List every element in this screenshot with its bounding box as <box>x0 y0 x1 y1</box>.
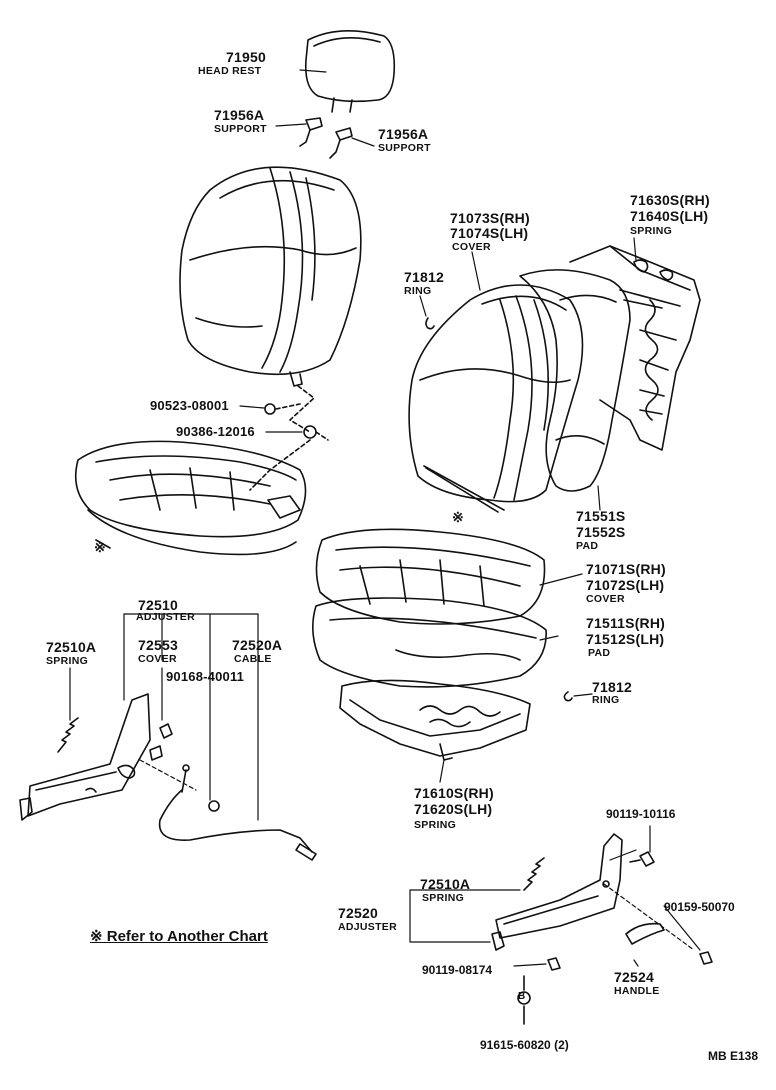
support-a-name: SUPPORT <box>214 123 267 135</box>
screw-left-number: 90168-40011 <box>166 669 245 684</box>
adjuster-spring-right-name: SPRING <box>422 892 465 904</box>
cushion-cover-number-lh: 71072S(LH) <box>586 577 665 593</box>
bolt-1-number: 90523-08001 <box>150 398 229 413</box>
adjuster-spring-right-number: 72510A <box>420 876 471 892</box>
head-rest-name: HEAD REST <box>198 65 262 77</box>
left-cushion-drawing <box>74 440 307 556</box>
leader-lines <box>239 69 701 967</box>
support-b-name: SUPPORT <box>378 142 431 154</box>
spring-frame-number-rh: 71630S(RH) <box>630 192 710 208</box>
support-b-number: 71956A <box>378 126 429 142</box>
right-spring-frame-drawing <box>569 245 701 451</box>
ref-mark-right: ※ <box>452 509 464 525</box>
back-cover-name: COVER <box>452 241 491 253</box>
left-adjuster-leaders <box>69 613 259 821</box>
cushion-cover-number-rh: 71071S(RH) <box>586 561 666 577</box>
handle-name: HANDLE <box>614 985 660 997</box>
cushion-spring-number-lh: 71620S(LH) <box>414 801 493 817</box>
adjuster-spring-left-number: 72510A <box>46 639 97 655</box>
adjuster-right-name: ADJUSTER <box>338 921 397 933</box>
adjuster-right-number: 72520 <box>338 905 378 921</box>
right-adjuster-leaders <box>409 849 695 951</box>
left-seatback-drawing <box>179 166 362 387</box>
adjuster-left-number: 72510 <box>138 597 178 613</box>
refer-note: ※ Refer to Another Chart <box>90 928 268 945</box>
right-backcover-drawing <box>408 284 584 513</box>
left-adjuster-drawing <box>19 693 163 821</box>
washer-number: 91615-60820 (2) <box>480 1038 569 1052</box>
left-bolts-drawing <box>249 385 329 491</box>
bolt-right-top-number: 90119-10116 <box>606 807 676 821</box>
adjuster-left-name: ADJUSTER <box>136 611 195 623</box>
adjuster-cable-number: 72520A <box>232 637 283 653</box>
back-pad-name: PAD <box>576 540 599 552</box>
handle-drawing <box>625 922 665 945</box>
bolt-bottom-number: 90119-08174 <box>422 963 493 977</box>
left-screw-drawing <box>208 800 220 812</box>
right-cushion-pad-drawing <box>312 597 547 688</box>
adjuster-cover-name: COVER <box>138 653 177 665</box>
right-cushion-cover-drawing <box>315 528 546 625</box>
footer-code: MB E138 <box>708 1049 759 1063</box>
bolt-handle-number: 90159-50070 <box>664 900 735 914</box>
washer-symbol: B <box>518 991 526 1002</box>
ring-upper-drawing <box>425 317 435 330</box>
back-cover-number-rh: 71073S(RH) <box>450 210 530 226</box>
back-cover-number-lh: 71074S(LH) <box>450 225 529 241</box>
ring-upper-number: 71812 <box>404 269 444 285</box>
right-adjuster-drawing <box>491 833 623 951</box>
right-adjuster-spring-drawing <box>523 857 545 891</box>
right-cushion-spring-drawing <box>339 679 531 761</box>
back-pad-number-lh: 71552S <box>576 524 626 540</box>
ring-lower-drawing <box>563 691 573 702</box>
support-a-number: 71956A <box>214 107 265 123</box>
adjuster-spring-left-name: SPRING <box>46 655 89 667</box>
spring-frame-number-lh: 71640S(LH) <box>630 208 709 224</box>
adjuster-cable-name: CABLE <box>234 653 272 665</box>
cushion-pad-number-lh: 71512S(LH) <box>586 631 665 647</box>
spring-frame-name: SPRING <box>630 225 673 237</box>
cushion-spring-name: SPRING <box>414 819 457 831</box>
ring-lower-name: RING <box>592 694 620 706</box>
left-adjuster-spring-drawing <box>57 717 79 753</box>
cushion-pad-name: PAD <box>588 647 611 659</box>
cushion-cover-name: COVER <box>586 593 625 605</box>
bolt-2-number: 90386-12016 <box>176 424 255 439</box>
adjuster-cover-drawing <box>159 723 173 739</box>
ring-upper-name: RING <box>404 285 432 297</box>
back-pad-number-rh: 71551S <box>576 508 626 524</box>
adjuster-cover-number: 72553 <box>138 637 178 653</box>
adjuster-cable-drawing <box>158 764 317 861</box>
cushion-spring-number-rh: 71610S(RH) <box>414 785 494 801</box>
head-rest-number: 71950 <box>226 49 266 65</box>
ref-mark-left: ※ <box>94 539 106 555</box>
support-drawing <box>299 117 353 159</box>
handle-number: 72524 <box>614 969 654 985</box>
head-rest-drawing <box>304 30 396 113</box>
cushion-pad-number-rh: 71511S(RH) <box>586 615 666 631</box>
ring-lower-number: 71812 <box>592 679 632 695</box>
right-bolts-drawing <box>517 851 713 1025</box>
